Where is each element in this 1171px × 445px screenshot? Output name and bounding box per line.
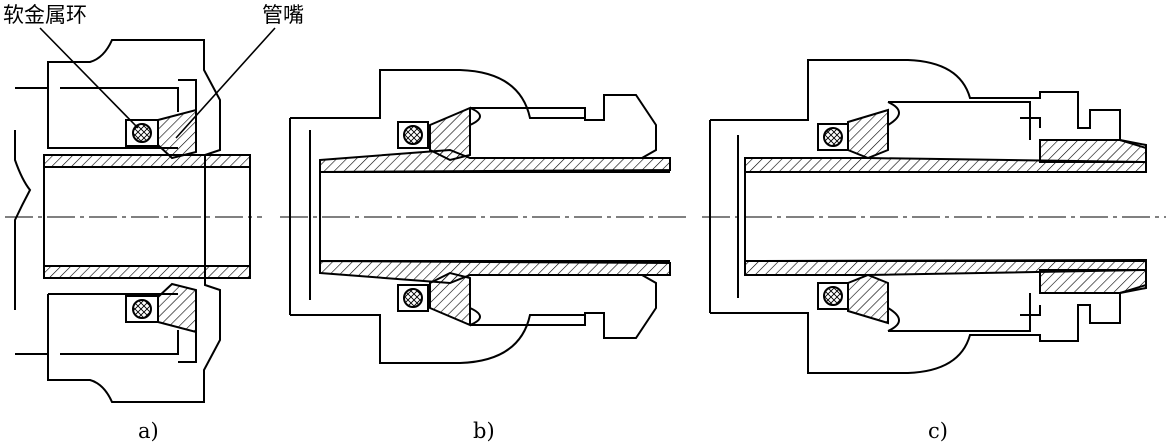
fitting-body-c [710, 59, 1147, 374]
tube-wall-b-upper [319, 148, 671, 174]
sleeve-c-upper [1039, 139, 1147, 163]
soft-metal-ring-a-upper [132, 123, 152, 143]
leader-nozzle [175, 27, 276, 139]
tube-wall-b-lower [319, 259, 671, 285]
nozzle-a-lower [157, 282, 197, 334]
soft-metal-ring-c-lower [823, 286, 843, 306]
soft-metal-ring-a-lower [132, 299, 152, 319]
caption-a: a) [138, 419, 159, 443]
figure-b [289, 69, 671, 364]
tube-wall-a-lower [43, 265, 251, 279]
tube-wall-a-upper [43, 154, 251, 168]
fitting-body-a [15, 39, 221, 403]
nozzle-a-upper [157, 108, 197, 160]
nozzle-c-upper [847, 108, 889, 160]
fitting-body-b [290, 69, 657, 364]
leader-soft-metal-ring [39, 27, 139, 129]
caption-c: c) [928, 419, 948, 443]
caption-b: b) [473, 419, 495, 443]
nozzle-c-lower [847, 273, 889, 325]
soft-metal-ring-b-lower [403, 288, 423, 308]
label-soft-metal-ring: 软金属环 [3, 3, 87, 27]
label-nozzle: 管嘴 [262, 3, 304, 27]
soft-metal-ring-c-upper [823, 127, 843, 147]
soft-metal-ring-b-upper [403, 125, 423, 145]
sleeve-c-lower [1039, 269, 1147, 294]
figure-c [709, 59, 1147, 374]
